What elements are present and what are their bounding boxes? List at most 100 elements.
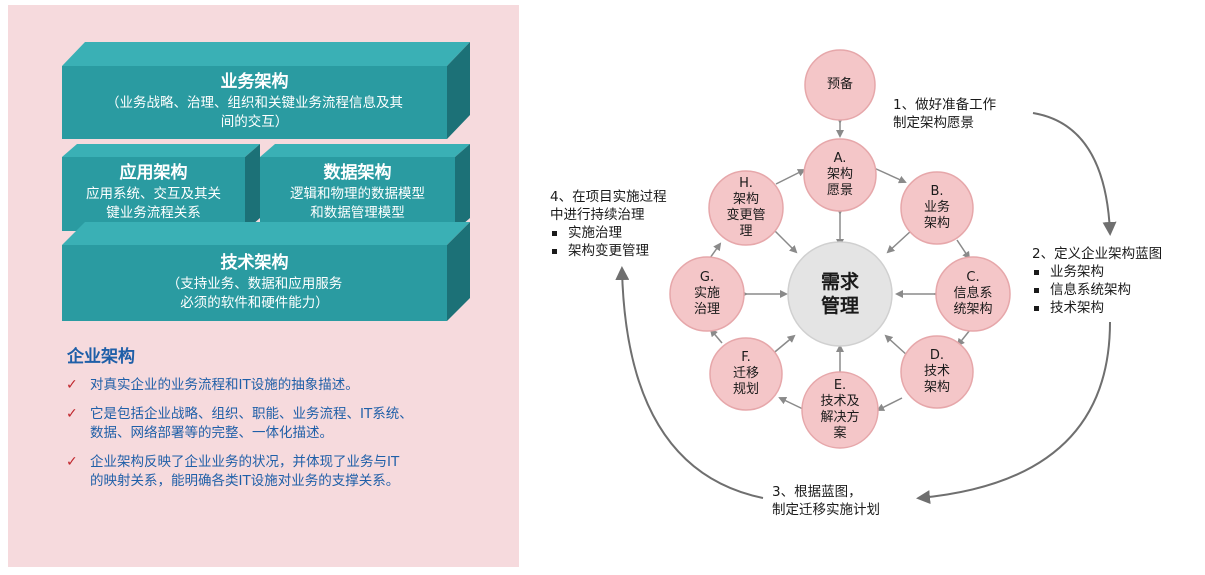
node-label-line: 架构 [923,380,950,395]
bullet-item: ✓ 它是包括企业战略、组织、职能、业务流程、IT系统、 数据、网络部署等的完整、… [64,405,484,443]
node-a-label: A. 架构 愿景 [805,151,875,199]
bullet-line: 数据、网络部署等的完整、一体化描述。 [90,425,333,441]
technology-box-top [62,222,470,245]
node-d-label: D. 技术 架构 [902,348,972,396]
step-2-title: 2、定义企业架构蓝图 [1032,246,1163,262]
node-label-line: B. [930,184,944,199]
preliminary-node [804,49,876,121]
c-to-d-arrow [956,329,971,347]
step-4-list: 实施治理 架构变更管理 [550,224,667,260]
requirements-management-label: 需求 管理 [800,270,880,318]
f-to-g-arrow [709,328,723,344]
data-architecture-desc-2: 和数据管理模型 [310,205,405,221]
data-architecture-text: 数据架构 逻辑和物理的数据模型 和数据管理模型 [260,161,455,223]
application-architecture-desc-1: 应用系统、交互及其关 [86,186,221,202]
step-4-line: 中进行持续治理 [550,207,645,223]
checkmark-icon: ✓ [66,377,78,393]
technology-architecture-desc-1: （支持业务、数据和应用服务 [166,276,343,292]
node-label-line: 实施 [693,286,720,301]
node-label-line: A. [833,151,847,166]
list-item: 架构变更管理 [550,242,667,260]
node-g-label: G. 实施 治理 [672,270,742,318]
application-architecture-text: 应用架构 应用系统、交互及其关 键业务流程关系 [62,161,245,223]
step3-to-step4-arrow [615,266,764,499]
spoke-d [884,334,916,363]
business-box-side [447,42,470,139]
list-item: 业务架构 [1032,263,1162,281]
node-label-line: D. [929,348,945,363]
step-2-text: 2、定义企业架构蓝图 业务架构 信息系统架构 技术架构 [1032,245,1162,317]
business-architecture-desc-1: （业务战略、治理、组织和关键业务流程信息及其 [106,95,403,111]
preliminary-label: 预备 [826,77,853,92]
requirements-management-node [787,241,893,347]
node-label-line: 迁移 [732,366,759,381]
d-to-e-arrow [876,397,903,411]
node-label-line: 架构 [732,192,759,207]
business-architecture-text: 业务架构 （业务战略、治理、组织和关键业务流程信息及其 间的交互） [62,70,447,132]
step-3-line: 制定迁移实施计划 [772,502,880,518]
bullet-line: 的映射关系，能明确各类IT设施对业务的支撑关系。 [90,473,400,489]
node-a [803,138,877,212]
bullet-line: 它是包括企业战略、组织、职能、业务流程、IT系统、 [90,406,413,422]
node-e [801,371,879,449]
node-h [708,170,784,246]
list-item: 实施治理 [550,224,667,242]
node-label-line: 解决方 [820,410,860,425]
node-g [669,256,745,332]
e-to-f-arrow [778,396,806,411]
node-label-line: 愿景 [826,183,853,198]
node-label-line: 理 [739,224,753,239]
g-to-h-arrow [709,242,722,259]
step-3-text: 3、根据蓝图， 制定迁移实施计划 [772,483,880,519]
node-c [935,256,1011,332]
bullet-item: ✓ 企业架构反映了企业业务的状况，并体现了业务与IT 的映射关系，能明确各类IT… [64,453,484,491]
node-label-line: E. [833,378,847,393]
bullet-line: 对真实企业的业务流程和IT设施的抽象描述。 [90,377,359,393]
center-label-line: 需求 [820,271,859,293]
step-3-line: 3、根据蓝图， [772,484,862,500]
data-architecture-title: 数据架构 [323,163,392,183]
business-box-top [62,42,470,66]
node-label-line: 统架构 [953,302,993,317]
spoke-b [886,222,920,254]
node-label-line: 信息系 [953,286,993,301]
business-architecture-title: 业务架构 [220,72,289,92]
node-label-line: 规划 [732,382,759,397]
application-box-side [245,144,260,231]
node-label-line: 架构 [923,216,950,231]
technology-architecture-desc-2: 必须的软件和硬件能力） [180,295,329,311]
application-architecture-box [62,157,245,231]
step-2-list: 业务架构 信息系统架构 技术架构 [1032,263,1162,317]
step-1-text: 1、做好准备工作 制定架构愿景 [893,96,996,132]
node-label-line: H. [739,176,753,191]
enterprise-architecture-bullets: ✓ 对真实企业的业务流程和IT设施的抽象描述。 ✓ 它是包括企业战略、组织、职能… [64,376,484,501]
node-label-line: 业务 [923,200,950,215]
h-to-a-arrow [775,169,806,185]
step1-to-step2-arrow [1032,112,1117,236]
node-label-line: 架构 [826,167,853,182]
application-architecture-title: 应用架构 [119,163,188,183]
node-label-line: G. [699,270,715,285]
node-h-label: H. 架构 变更管 理 [711,176,781,240]
list-item: 信息系统架构 [1032,281,1162,299]
node-c-label: C. 信息系 统架构 [938,270,1008,318]
step-4-text: 4、在项目实施过程 中进行持续治理 实施治理 架构变更管理 [550,188,667,260]
spoke-h [766,222,798,254]
node-label-line: 案 [833,426,847,441]
architecture-layers [62,42,470,321]
node-e-label: E. 技术及 解决方 案 [805,378,875,442]
node-label-line: 技术及 [820,394,860,409]
step-1-line: 制定架构愿景 [893,115,974,131]
application-architecture-desc-2: 键业务流程关系 [106,205,201,221]
node-label-line: 技术 [923,364,950,379]
step-4-line: 4、在项目实施过程 [550,189,667,205]
b-to-c-arrow [956,239,971,260]
business-architecture-box [62,66,447,139]
node-d [900,335,974,409]
node-label-line: C. [966,270,980,285]
data-architecture-desc-1: 逻辑和物理的数据模型 [290,186,425,202]
checkmark-icon: ✓ [66,454,78,470]
data-architecture-box [260,157,455,231]
node-label-line: F. [741,350,751,365]
